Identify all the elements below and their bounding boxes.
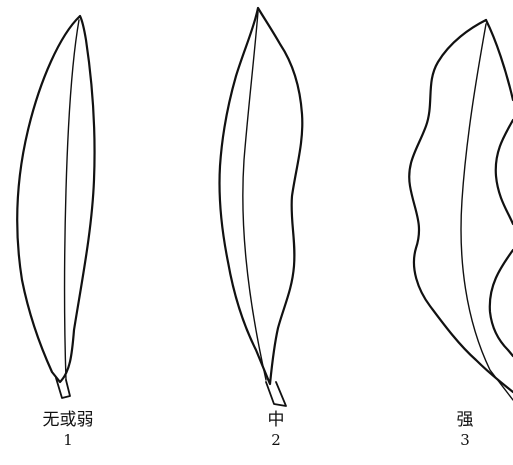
caption-leaf-3: 强 3 xyxy=(440,412,490,448)
leaf-3-midrib xyxy=(461,24,513,400)
leaf-2-outline xyxy=(219,8,302,384)
caption-leaf-1: 无或弱 1 xyxy=(28,412,108,448)
leaf-1-midrib xyxy=(65,20,80,380)
leaf-2-petiole xyxy=(266,382,286,406)
caption-leaf-1-label: 无或弱 xyxy=(28,412,108,429)
caption-leaf-2-label: 中 xyxy=(248,412,304,429)
leaf-2-midrib xyxy=(243,12,266,380)
leaf-3 xyxy=(409,20,513,400)
caption-leaf-3-number: 3 xyxy=(440,433,490,448)
caption-leaf-3-label: 强 xyxy=(440,412,490,429)
leaf-3-outline-right xyxy=(486,20,513,356)
caption-leaf-2-number: 2 xyxy=(248,433,304,448)
caption-leaf-2: 中 2 xyxy=(248,412,304,448)
caption-leaf-1-number: 1 xyxy=(28,433,108,448)
leaf-1-outline xyxy=(17,16,94,382)
leaf-1 xyxy=(17,16,94,398)
leaf-2 xyxy=(219,8,302,406)
